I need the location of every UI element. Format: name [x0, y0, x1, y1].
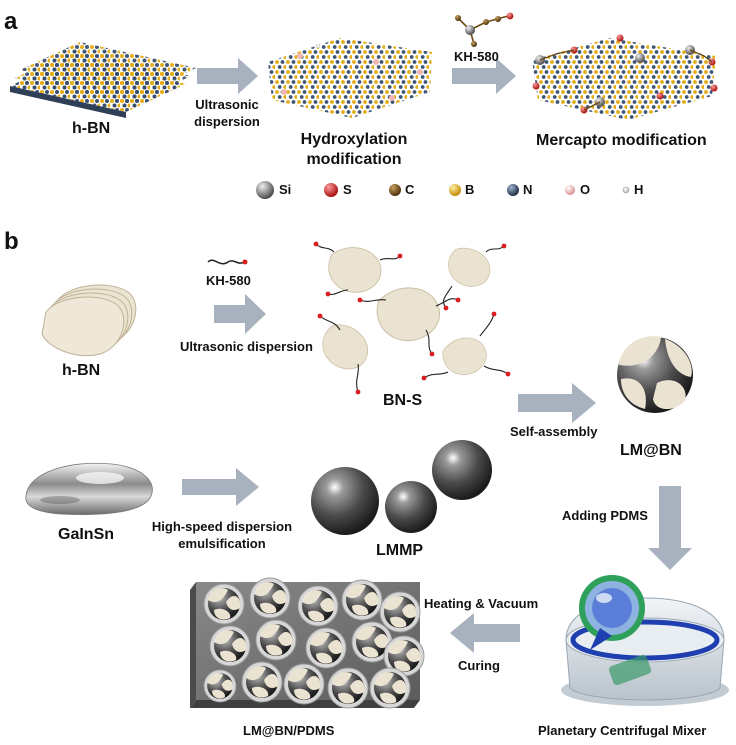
kh580-label-a: KH-580	[454, 49, 499, 64]
legend-n: N	[523, 182, 533, 197]
legend-atom-si	[256, 181, 274, 199]
legend-atom-h	[622, 186, 630, 194]
high-speed-dispersion-label: High-speed dispersion emulsification	[140, 518, 304, 552]
galinsn-label: GaInSn	[58, 526, 115, 543]
galinsn-droplet	[25, 462, 153, 516]
hydroxylation-line1: Hydroxylation	[300, 131, 408, 148]
heating-vacuum-label: Heating & Vacuum	[424, 596, 539, 611]
lmbn-sphere	[617, 336, 693, 413]
lmbn-pdms-slab	[190, 577, 425, 709]
lmmp-sphere-1	[311, 467, 379, 535]
mercapto-sheet	[532, 34, 718, 120]
arrow-high-speed	[182, 468, 259, 506]
arrow-self-assembly	[518, 383, 596, 423]
panel-b-label: b	[4, 228, 19, 255]
ultrasonic-dispersion-a: Ultrasonic dispersion	[194, 97, 260, 129]
lmmp-label: LMMP	[376, 542, 424, 559]
planetary-mixer-label: Planetary Centrifugal Mixer	[538, 723, 707, 738]
adding-pdms-label: Adding PDMS	[562, 508, 648, 523]
kh580-chain-icon	[207, 259, 245, 265]
hbn-stacked-layers	[10, 42, 196, 118]
hydroxylated-sheet	[268, 38, 432, 118]
panel-a-label: a	[4, 8, 18, 35]
self-assembly-label: Self-assembly	[510, 424, 598, 439]
legend-o: O	[580, 182, 591, 197]
legend-b: B	[465, 182, 475, 197]
hydroxylation-title: Hydroxylation modification	[286, 130, 422, 170]
legend-atom-o	[565, 185, 575, 195]
bns-flakes	[313, 241, 511, 395]
hbn-flake-stack	[41, 284, 137, 357]
arrow-ultrasonic-a	[197, 58, 258, 94]
hbn-label-a: h-BN	[72, 120, 111, 137]
legend-si: Si	[279, 182, 292, 197]
high-speed-line1: High-speed dispersion	[151, 519, 293, 534]
curing-label: Curing	[458, 658, 500, 673]
legend-atom-s	[324, 183, 338, 197]
arrow-heating-curing	[450, 613, 520, 653]
kh580-molecule	[455, 12, 514, 47]
arrow-kh580-a	[452, 58, 516, 94]
legend-atom-n	[507, 184, 519, 196]
hbn-label-b: h-BN	[62, 362, 101, 379]
kh580-label-b: KH-580	[206, 273, 251, 288]
legend-c: C	[405, 182, 415, 197]
bns-label: BN-S	[383, 392, 423, 409]
lmmp-sphere-3	[432, 440, 492, 500]
legend-atom-c	[389, 184, 401, 196]
legend-s: S	[343, 182, 352, 197]
lmmp-sphere-2	[385, 481, 437, 533]
lmbn-pdms-label: LM@BN/PDMS	[243, 723, 335, 738]
ultrasonic-dispersion-b: Ultrasonic dispersion	[180, 339, 313, 354]
legend-h: H	[634, 182, 644, 197]
mercapto-modification-label: Mercapto modification	[536, 132, 707, 149]
hydroxylation-line2: modification	[306, 151, 402, 168]
legend-atom-b	[449, 184, 461, 196]
planetary-mixer	[561, 575, 729, 706]
arrow-ultrasonic-b	[214, 294, 266, 334]
arrow-adding-pdms	[648, 486, 692, 570]
lmbn-label: LM@BN	[620, 442, 682, 459]
high-speed-line2: emulsification	[178, 536, 266, 551]
